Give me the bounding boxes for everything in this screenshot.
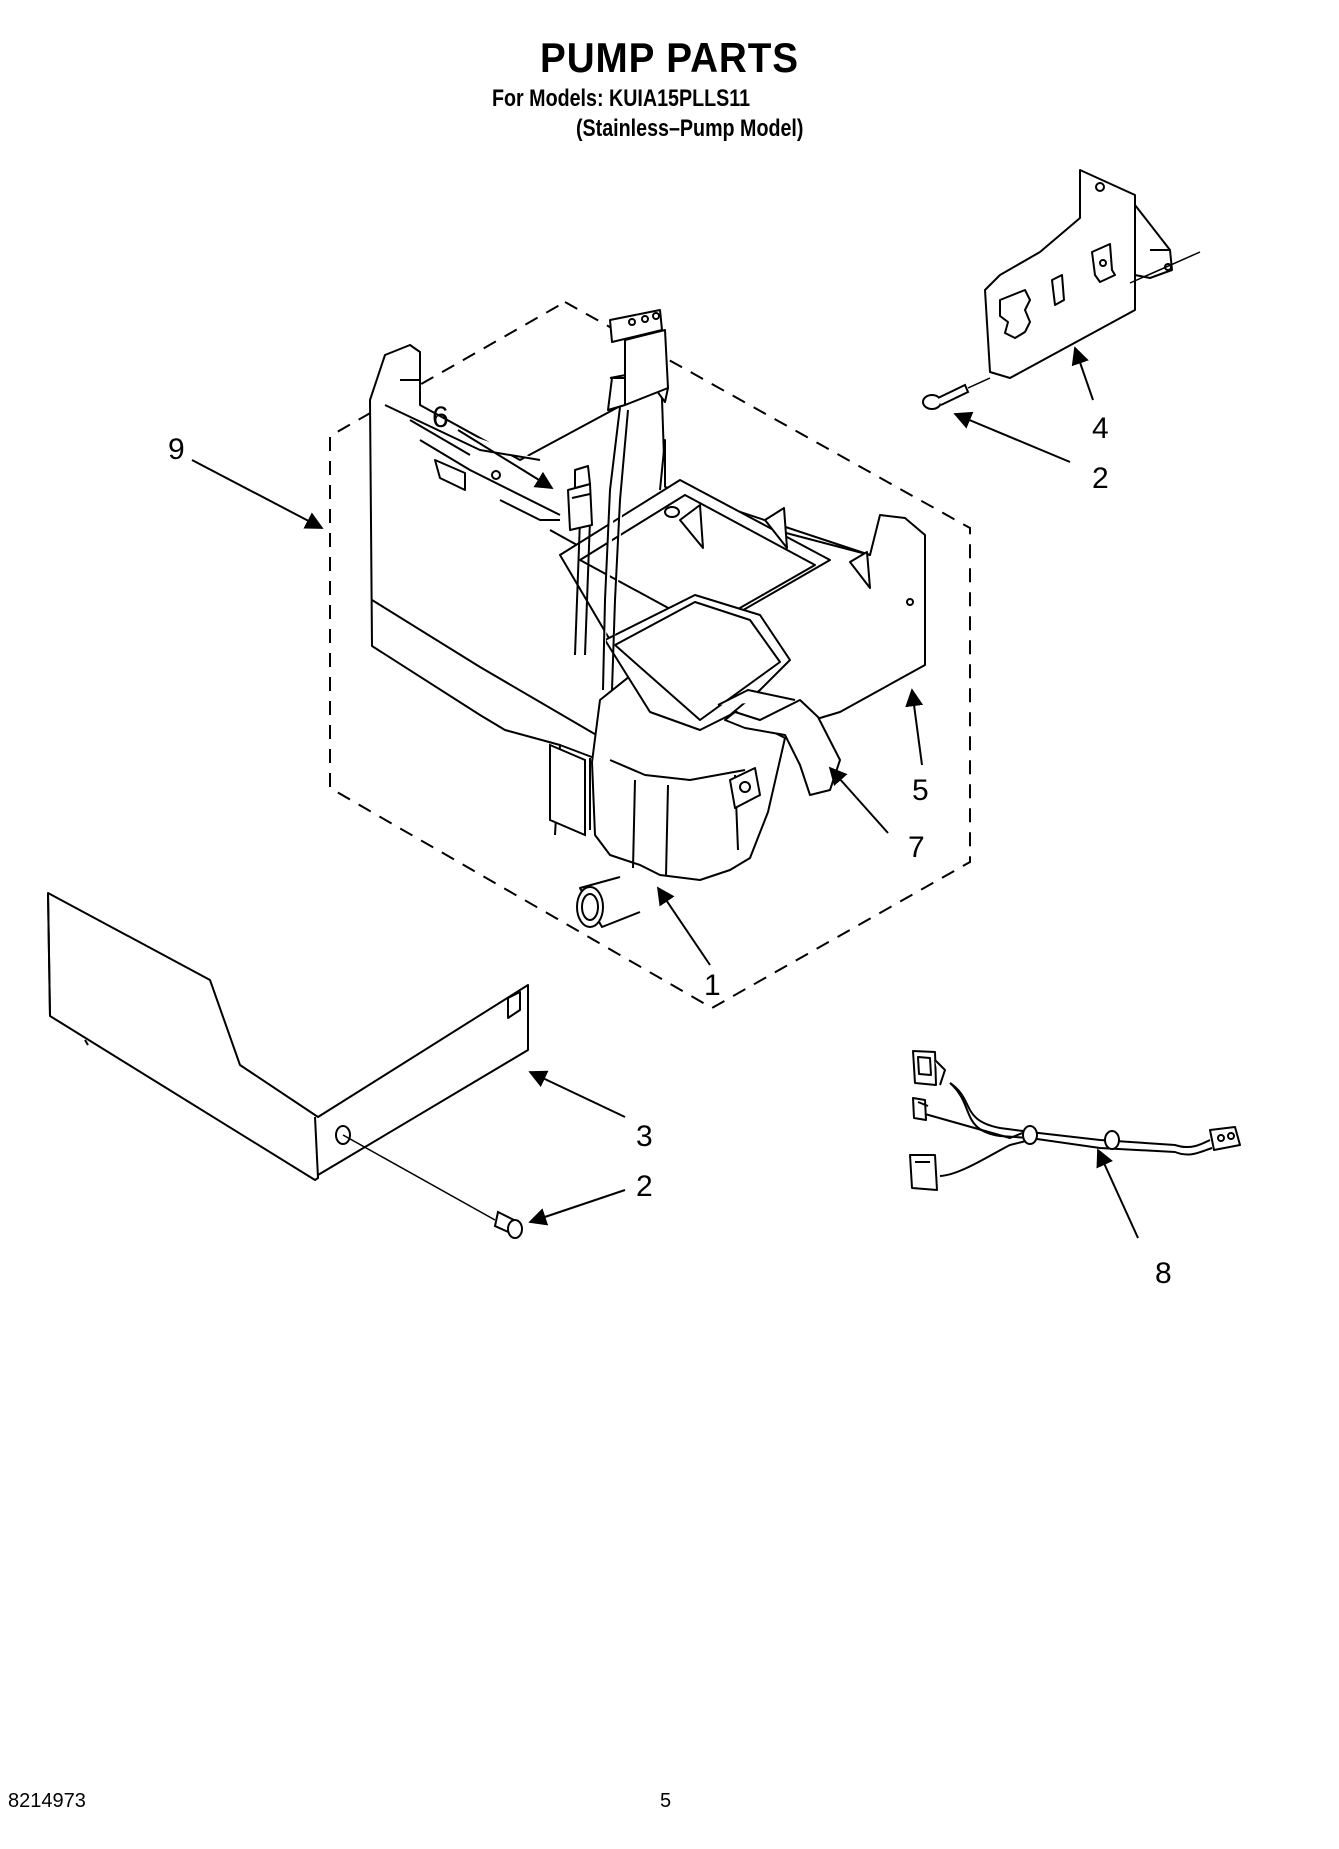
callout-3: 3 xyxy=(636,1120,653,1153)
model-number: For Models: KUIA15PLLS11 xyxy=(492,85,751,112)
page-title: PUMP PARTS xyxy=(540,34,799,81)
pump-wire-harness xyxy=(567,309,669,691)
callout-2-top: 2 xyxy=(1092,462,1109,495)
main-wire-harness xyxy=(909,1050,1241,1191)
leader-8 xyxy=(1096,1148,1139,1239)
callout-1: 1 xyxy=(704,969,721,1002)
front-cover xyxy=(47,892,529,1181)
callout-9: 9 xyxy=(168,433,185,466)
callout-8: 8 xyxy=(1155,1257,1172,1290)
screw-axis-line xyxy=(967,377,991,389)
leader-3 xyxy=(528,1070,626,1118)
leader-9 xyxy=(191,459,324,529)
assembly-boundary xyxy=(329,300,971,1010)
leader-2-bottom xyxy=(528,1189,626,1226)
cover-screw xyxy=(493,1210,523,1239)
leader-1 xyxy=(656,886,711,966)
cover-screw-axis xyxy=(342,1134,496,1221)
pump xyxy=(576,594,791,928)
page-number: 5 xyxy=(660,1790,672,1812)
callout-4: 4 xyxy=(1092,412,1109,445)
leader-6 xyxy=(457,429,554,489)
model-variant: (Stainless–Pump Model) xyxy=(576,115,804,142)
retaining-strap xyxy=(717,689,841,796)
document-number: 8214973 xyxy=(8,1790,86,1812)
pump-reservoir xyxy=(369,339,926,836)
callout-2-bottom: 2 xyxy=(636,1170,653,1203)
callout-6: 6 xyxy=(432,401,449,434)
leader-5 xyxy=(905,688,924,766)
callout-5: 5 xyxy=(912,774,929,807)
pump-mount-plate xyxy=(549,743,586,837)
mounting-bracket xyxy=(984,169,1173,379)
leader-4 xyxy=(1071,346,1094,401)
bracket-mounting-axis xyxy=(1129,251,1201,284)
leader-2-top xyxy=(953,411,1071,463)
callout-7: 7 xyxy=(908,831,925,864)
leader-lines xyxy=(191,346,1139,1239)
leader-7 xyxy=(828,766,889,834)
bracket-screw xyxy=(922,383,970,410)
